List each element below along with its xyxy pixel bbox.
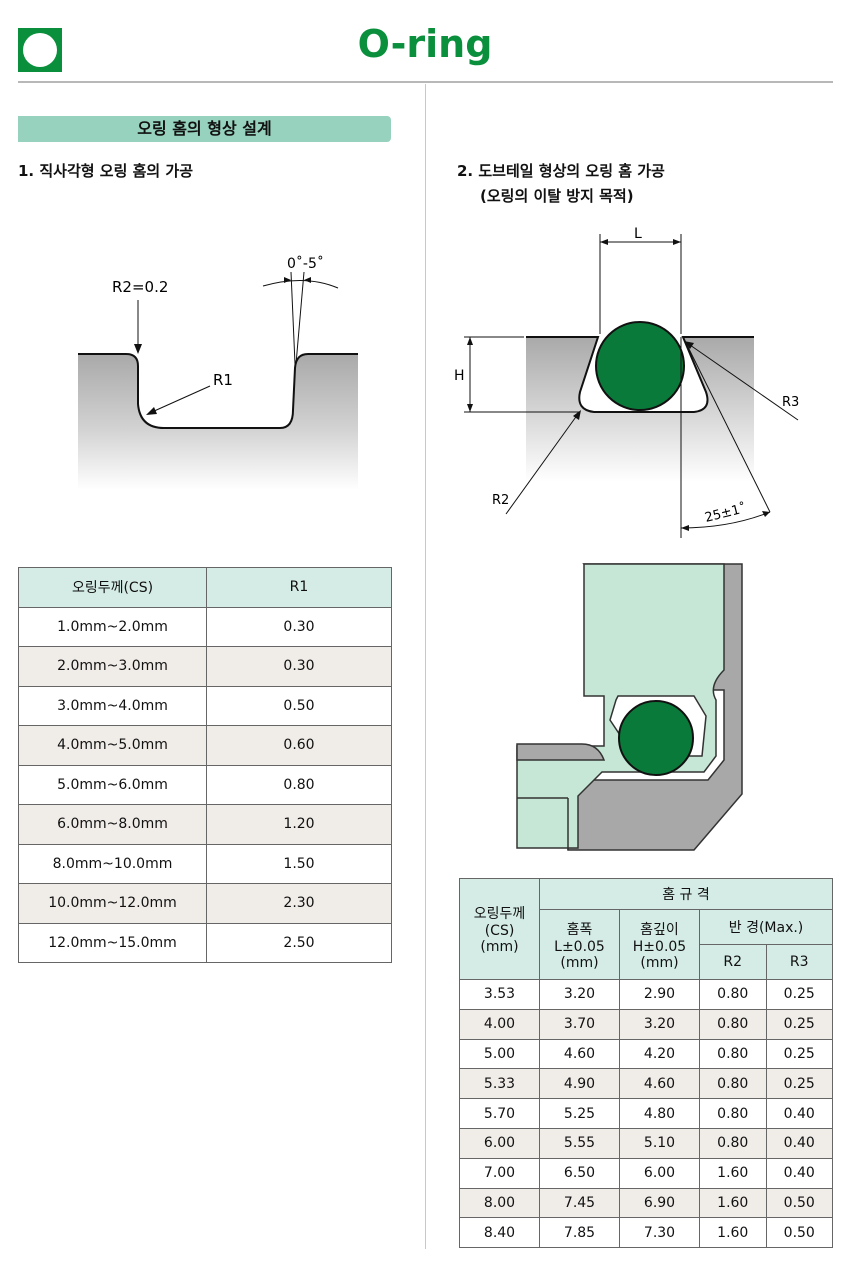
r1-label: R1 xyxy=(213,371,233,389)
oring-cross-section-icon xyxy=(595,321,685,411)
oring-logo-icon xyxy=(18,28,62,72)
r3-label: R3 xyxy=(782,395,799,410)
l-label: L xyxy=(634,226,642,242)
section2-subheading: (오링의 이탈 방지 목적) xyxy=(480,187,634,205)
rectangular-groove-diagram: 0˚-5˚ R2=0.2 R1 xyxy=(78,255,358,490)
angle-label-2: 25±1˚ xyxy=(703,500,748,526)
section-banner: 오링 홈의 형상 설계 xyxy=(18,116,391,142)
section1-heading: 1. 직사각형 오링 홈의 가공 xyxy=(18,162,194,180)
column-divider xyxy=(425,84,426,1249)
header-divider xyxy=(18,81,833,83)
header-r2: R2 xyxy=(699,944,767,980)
page-title: O-ring xyxy=(357,22,493,66)
h-label: H xyxy=(454,368,465,384)
oring-assembled-icon xyxy=(618,700,694,776)
r2-label: R2=0.2 xyxy=(112,278,168,296)
section2-heading: 2. 도브테일 형상의 오링 홈 가공 xyxy=(457,162,665,180)
header-radius: 반 경(Max.) xyxy=(699,909,833,945)
angle-label: 0˚-5˚ xyxy=(287,255,324,272)
header-r1: R1 xyxy=(206,567,392,608)
r2-label-2: R2 xyxy=(492,493,509,508)
header-spec: 홈 규 격 xyxy=(539,878,833,910)
header-cs: 오링두께(CS)(mm) xyxy=(459,878,540,980)
header-r3: R3 xyxy=(765,944,833,980)
dovetail-groove-diagram: L H R3 R2 25±1˚ xyxy=(454,226,799,538)
seal-assembly-illustration xyxy=(516,563,743,851)
header-cs: 오링두께(CS) xyxy=(18,567,207,608)
